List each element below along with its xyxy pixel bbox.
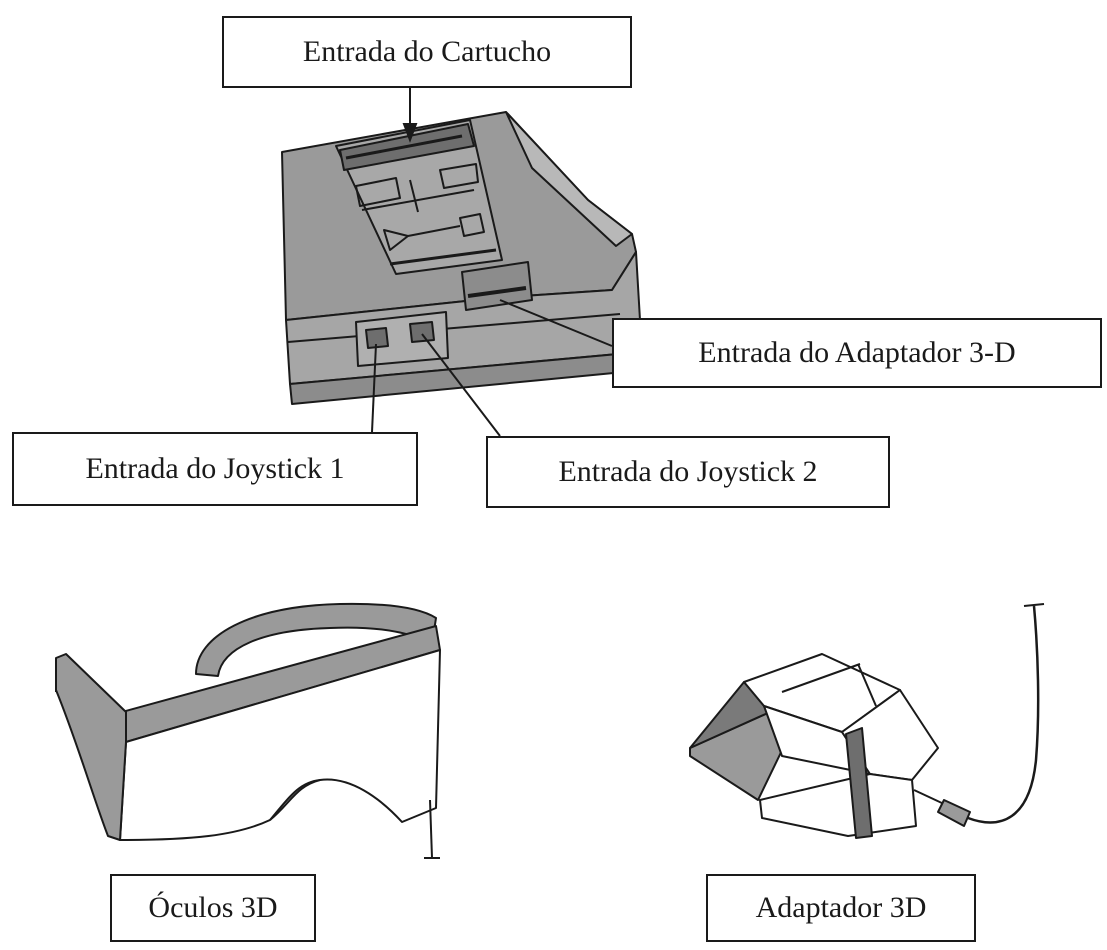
leader-lines [371,88,613,437]
adapter-port-label: Entrada do Adaptador 3-D [612,318,1102,388]
adapter-port-leader-line [499,299,613,347]
joystick-1-label: Entrada do Joystick 1 [12,432,418,506]
adapter-illustration [689,603,1045,839]
joystick-2-label: Entrada do Joystick 2 [486,436,890,508]
glasses-illustration [55,602,441,859]
console-illustration [281,111,641,405]
cartridge-arrowhead [402,123,418,143]
joystick-1-leader-line [371,343,377,433]
cartridge-slot-label: Entrada do Cartucho [222,16,632,88]
joystick-2-leader-line [421,333,501,437]
glasses-label: Óculos 3D [110,874,316,942]
adapter-label: Adaptador 3D [706,874,976,942]
